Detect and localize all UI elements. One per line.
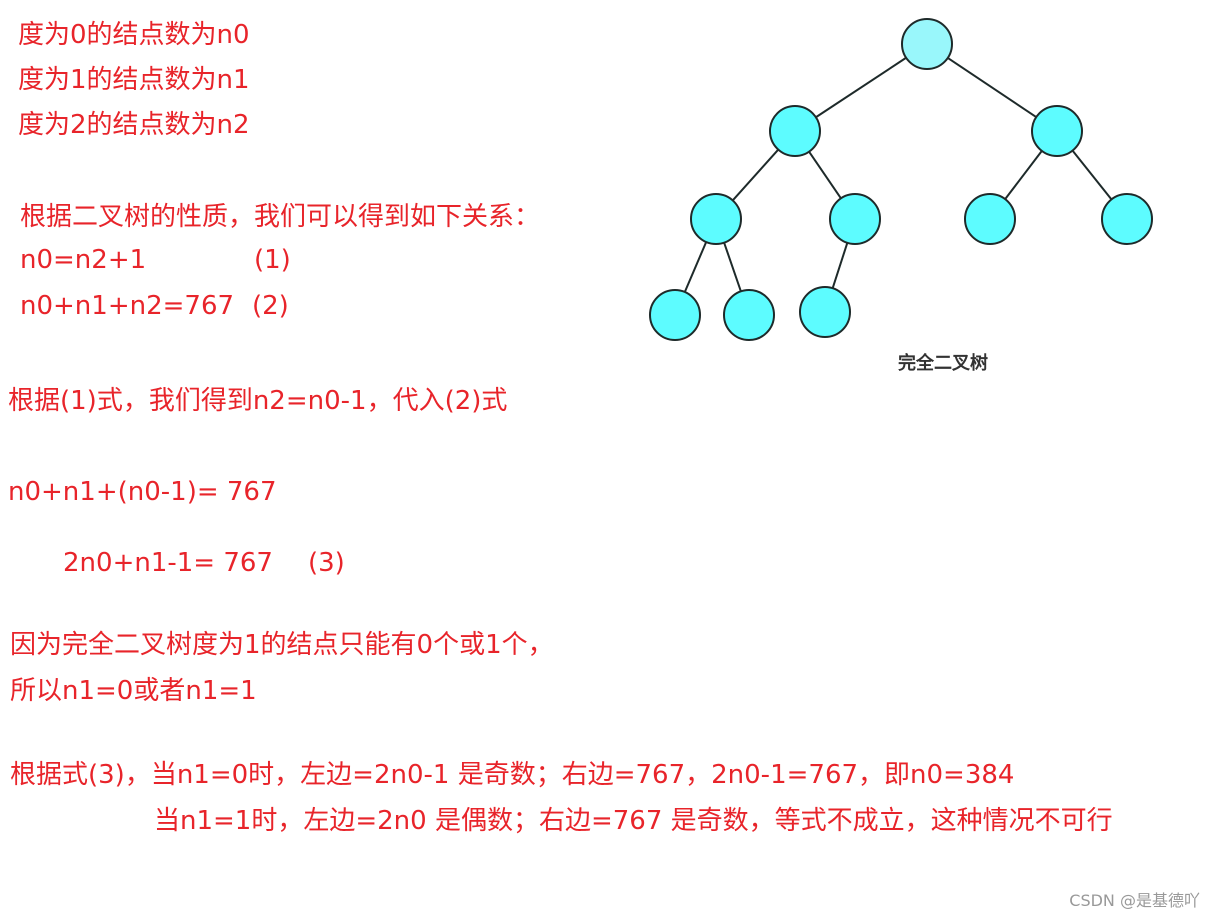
equation-2: n0+n1+n2=767 xyxy=(20,291,235,321)
definition-n1: 度为1的结点数为n1 xyxy=(18,65,250,95)
tree-edge xyxy=(731,148,780,202)
simplified-equation: 2n0+n1-1= 767 xyxy=(63,548,273,578)
tree-edge xyxy=(947,57,1037,118)
tree-edge xyxy=(723,242,742,292)
watermark: CSDN @是基德吖 xyxy=(1069,891,1200,910)
properties-intro: 根据二叉树的性质，我们可以得到如下关系： xyxy=(20,202,541,232)
complete-binary-tree-diagram xyxy=(649,18,1153,341)
conclusion-case-0: 根据式(3)，当n1=0时，左边=2n0-1 是奇数；右边=767，2n0-1=… xyxy=(10,760,1015,790)
substitution-line: 根据(1)式，我们得到n2=n0-1，代入(2)式 xyxy=(8,386,508,416)
tree-node xyxy=(1031,105,1083,157)
tree-node xyxy=(799,286,851,338)
equation-1-tag: (1) xyxy=(254,245,291,275)
definition-n2: 度为2的结点数为n2 xyxy=(18,110,250,140)
tree-root-node xyxy=(901,18,953,70)
tree-edge xyxy=(808,151,842,199)
tree-node xyxy=(690,193,742,245)
expanded-equation: n0+n1+(n0-1)= 767 xyxy=(8,477,277,507)
conclusion-case-1: 当n1=1时，左边=2n0 是偶数；右边=767 是奇数，等式不成立，这种情况不… xyxy=(154,806,1113,836)
tree-edge xyxy=(1004,150,1043,200)
equation-2-tag: (2) xyxy=(252,291,289,321)
tree-node xyxy=(649,289,701,341)
reasoning-line-2: 所以n1=0或者n1=1 xyxy=(10,676,257,706)
tree-node xyxy=(769,105,821,157)
tree-node xyxy=(964,193,1016,245)
tree-edge xyxy=(1071,149,1113,201)
tree-nodes xyxy=(649,18,1153,341)
tree-node xyxy=(723,289,775,341)
tree-node xyxy=(1101,193,1153,245)
tree-edges xyxy=(683,56,1113,293)
tree-caption: 完全二叉树 xyxy=(898,353,988,374)
tree-edge xyxy=(831,242,849,289)
tree-edge xyxy=(683,241,708,293)
equation-3-tag: (3) xyxy=(308,548,345,578)
reasoning-line-1: 因为完全二叉树度为1的结点只能有0个或1个， xyxy=(10,630,554,660)
equation-1: n0=n2+1 xyxy=(20,245,147,275)
tree-edge xyxy=(815,56,907,119)
definition-n0: 度为0的结点数为n0 xyxy=(18,20,250,50)
tree-node xyxy=(829,193,881,245)
